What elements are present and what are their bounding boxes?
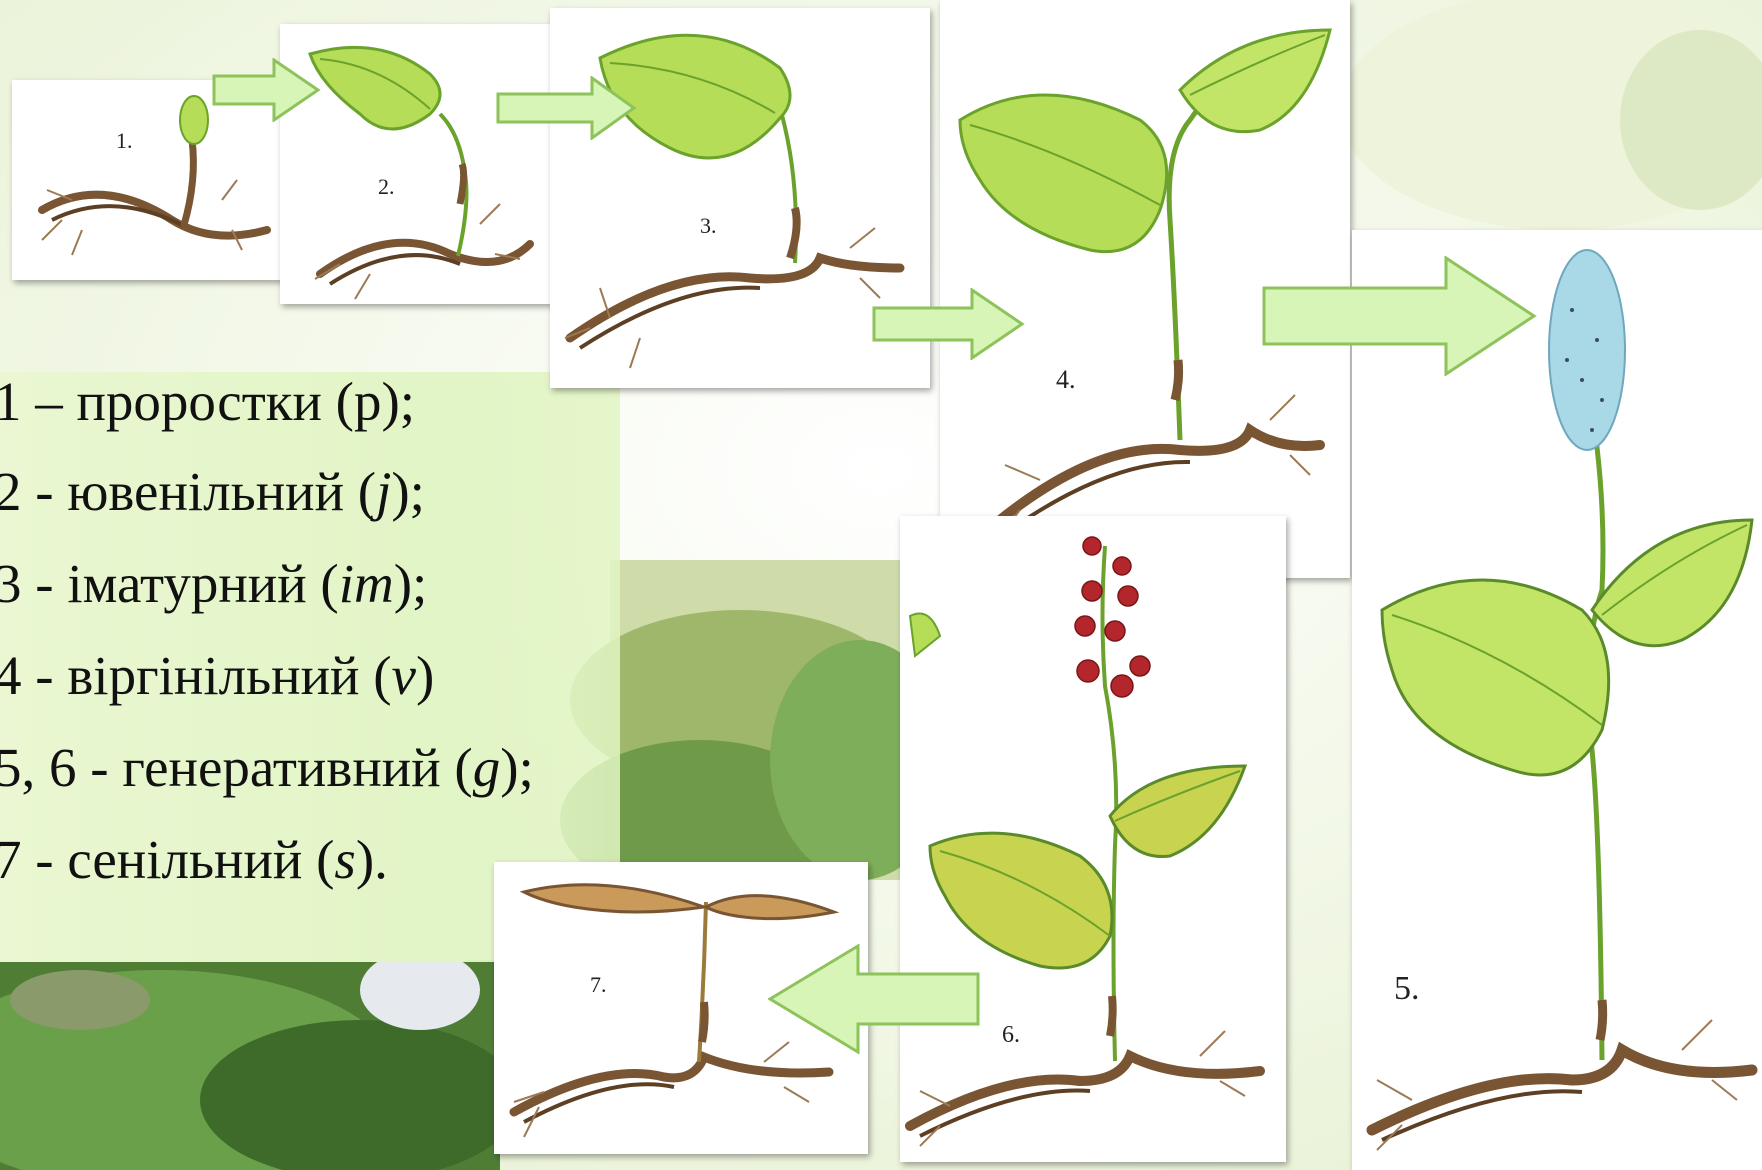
arrow-2-to-3 [496,76,638,140]
arrow-6-to-7 [768,944,980,1054]
arrow-3-to-4 [872,288,1026,360]
stage-panel-6: 6. [900,516,1286,1162]
stage-number-4: 4. [1056,365,1076,395]
stage-number-1: 1. [116,128,133,154]
legend-item-4: 4 - віргінільний (v) [0,646,434,706]
stage-number-3: 3. [700,213,717,239]
stage-number-5: 5. [1394,970,1420,1008]
legend-item-3: 3 - іматурний (im); [0,554,427,614]
stage-number-2: 2. [378,174,395,200]
legend-item-7: 7 - сенільний (s). [0,830,388,890]
stage-number-6: 6. [1002,1022,1020,1049]
legend-item-2: 2 - ювенільний (j); [0,462,425,522]
arrow-1-to-2 [212,58,322,122]
arrow-4-to-5 [1262,256,1538,376]
legend-item-5-6: 5, 6 - генеративний (g); [0,738,534,798]
stage-number-7: 7. [590,972,607,998]
legend-item-1: 1 – проростки (p); [0,372,415,432]
